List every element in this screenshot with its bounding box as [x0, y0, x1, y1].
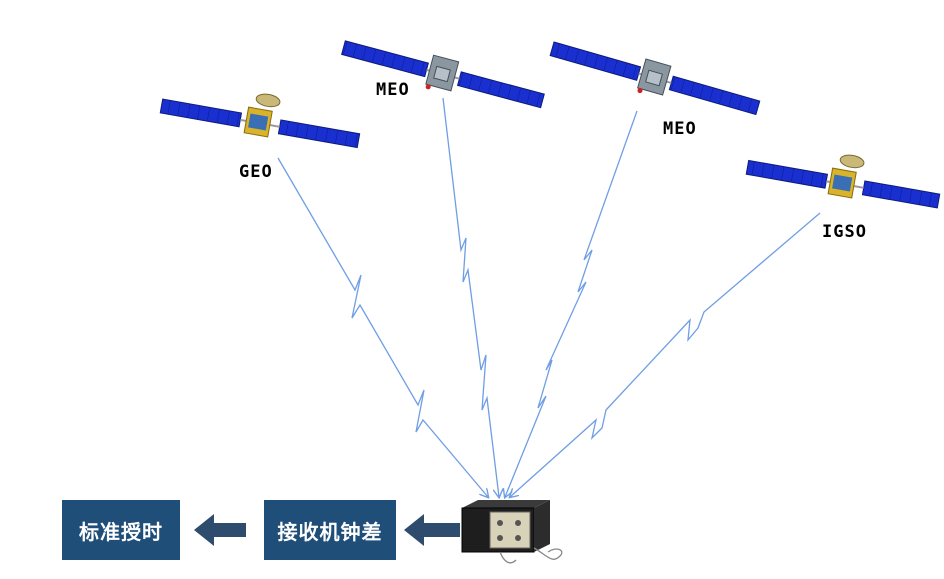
signal-line-geo — [277, 157, 488, 497]
arrow-left-icon — [404, 514, 460, 546]
meo-satellite-1-icon — [341, 40, 545, 109]
meo-1-label: MEO — [376, 80, 410, 100]
standard-timing-box: 标准授时 — [62, 500, 180, 560]
receiver-clock-offset-box: 接收机钟差 — [264, 500, 396, 560]
geo-label: GEO — [239, 162, 273, 182]
igso-satellite-icon — [745, 154, 941, 209]
igso-label: IGSO — [822, 222, 867, 242]
signal-line-meo1 — [442, 97, 499, 497]
meo-2-label: MEO — [663, 119, 697, 139]
meo-satellite-2-icon — [549, 41, 761, 116]
geo-satellite-icon — [159, 93, 361, 149]
arrow-left-icon — [194, 514, 246, 546]
signal-line-meo2 — [505, 110, 638, 497]
signal-line-igso — [510, 212, 821, 497]
receiver-device-icon — [461, 500, 563, 564]
